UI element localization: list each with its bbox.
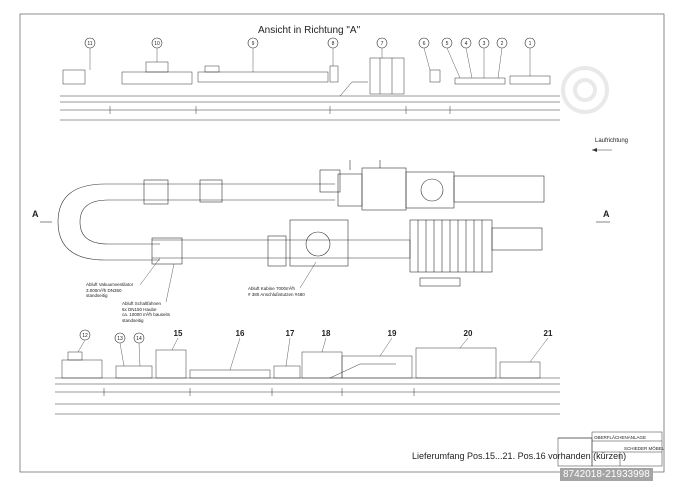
svg-text:1: 1: [529, 41, 532, 47]
note-switch-exhaust: Abluft Schaltfahnen 6x DN150 Haube ca. 1…: [122, 301, 171, 323]
svg-text:7: 7: [381, 41, 384, 47]
svg-text:15: 15: [174, 329, 183, 338]
svg-text:5: 5: [446, 41, 449, 47]
title-block-frame: [557, 431, 663, 467]
marker-12: 12: [77, 329, 91, 353]
marker-8: 8: [327, 37, 339, 66]
marker-15: 15: [171, 329, 183, 351]
marker-10: 10: [151, 37, 163, 62]
top-position-markers: 11 10 9 8 7 6 5 4 3 2 1: [84, 37, 536, 79]
scope-of-delivery: Lieferumfang Pos.15...21. Pos.16 vorhand…: [412, 451, 627, 461]
marker-16: 16: [229, 329, 245, 371]
title-block-company: SCHIEDER MÖBEL: [624, 446, 665, 451]
marker-5: 5: [441, 37, 461, 79]
flow-arrow-head: [592, 148, 597, 152]
svg-text:21: 21: [544, 329, 553, 338]
section-marker-left: A: [32, 209, 39, 219]
marker-14: 14: [133, 332, 145, 367]
top-elevation-view: [60, 57, 560, 121]
svg-text:10: 10: [154, 41, 160, 47]
plan-view: [40, 160, 610, 287]
marker-7: 7: [376, 37, 388, 58]
svg-text:2: 2: [501, 41, 504, 47]
marker-9: 9: [247, 37, 259, 72]
watermark-id: 8742018-21933998: [560, 468, 653, 481]
svg-text:16: 16: [236, 329, 245, 338]
marker-2: 2: [496, 37, 508, 79]
flow-direction-label: Laufrichtung: [595, 138, 629, 144]
marker-13: 13: [114, 332, 126, 367]
svg-text:8: 8: [332, 41, 335, 47]
marker-18: 18: [322, 329, 331, 353]
marker-21: 21: [529, 329, 553, 363]
note-vacuum-fan-exhaust: Abluft Vakuumventilator 3.000m³/h DN350 …: [86, 282, 134, 299]
marker-11: 11: [84, 37, 96, 70]
leader-switch: [165, 263, 175, 303]
svg-text:6: 6: [423, 41, 426, 47]
bottom-position-markers: 12 13 14 15 16 17 18 19 20 21: [77, 329, 553, 371]
gear-logo-icon: [561, 66, 609, 114]
marker-6: 6: [418, 37, 431, 71]
view-title: Ansicht in Richtung "A": [258, 25, 361, 36]
svg-text:17: 17: [286, 329, 295, 338]
svg-text:12: 12: [82, 333, 88, 339]
svg-text:4: 4: [465, 41, 468, 47]
svg-text:11: 11: [87, 41, 92, 47]
marker-20: 20: [459, 329, 473, 349]
svg-text:20: 20: [464, 329, 473, 338]
svg-text:18: 18: [322, 329, 331, 338]
svg-text:9: 9: [252, 41, 255, 47]
leader-vent: [139, 257, 161, 286]
note-cabin-exhaust: Abluft Kabine 7000m³/h # 380 Anschlußstu…: [248, 286, 305, 297]
marker-1: 1: [524, 37, 536, 76]
marker-19: 19: [379, 329, 397, 357]
marker-3: 3: [478, 37, 490, 78]
section-marker-right: A: [603, 209, 610, 219]
title-block-system: OBERFLÄCHENANLAGE: [594, 435, 647, 440]
svg-text:14: 14: [136, 336, 142, 342]
svg-text:13: 13: [117, 336, 123, 342]
sheet-border: [19, 13, 665, 473]
leader-cabin: [299, 261, 317, 289]
svg-text:3: 3: [483, 41, 486, 47]
svg-text:19: 19: [388, 329, 397, 338]
bottom-elevation-view: [55, 347, 560, 415]
marker-17: 17: [286, 329, 295, 367]
marker-4: 4: [460, 37, 473, 79]
